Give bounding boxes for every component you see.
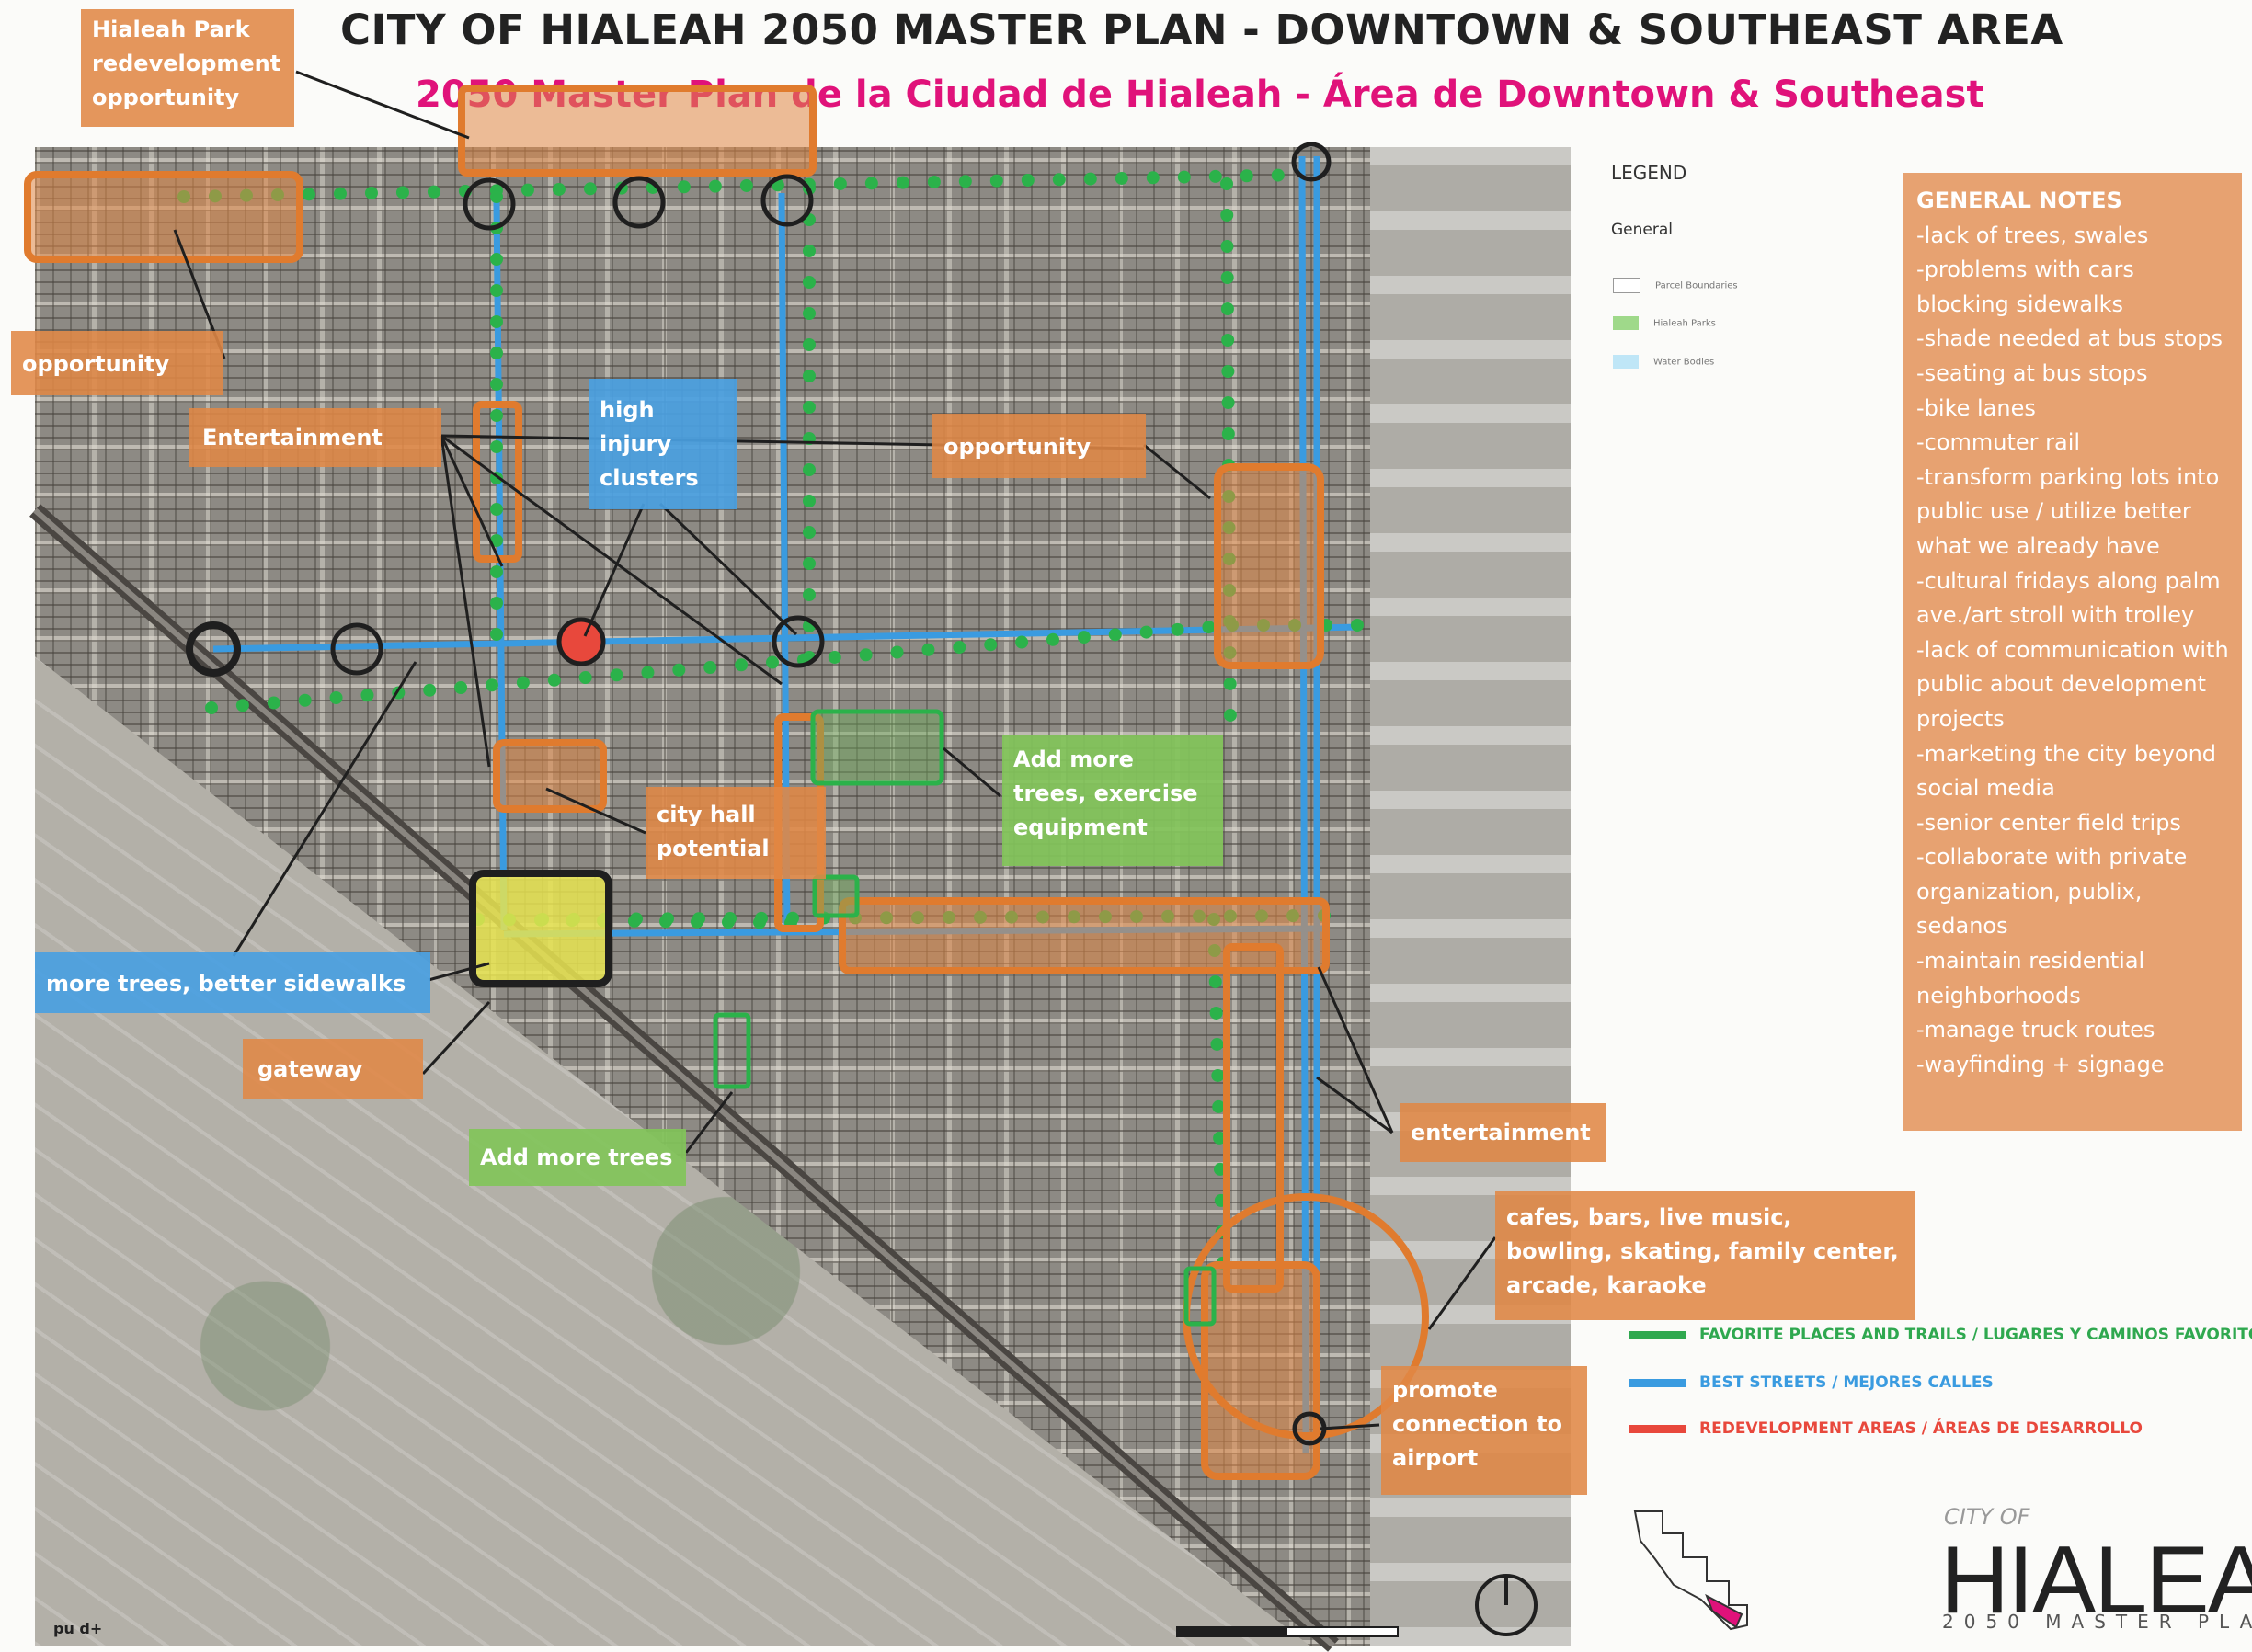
note-item: -senior center field trips: [1916, 809, 2181, 836]
note-item: -seating at bus stops: [1916, 359, 2148, 386]
note-item: -commuter rail: [1916, 429, 2081, 456]
scale-bar: [1176, 1626, 1399, 1637]
key-swatch-red: [1629, 1424, 1686, 1433]
intersection-markers: [186, 142, 1332, 1446]
note-item: -marketing the city beyond social media: [1916, 740, 2217, 802]
callout-more-trees-sidewalks: more trees, better sidewalks: [35, 952, 430, 1013]
leader-lines: [173, 70, 1497, 1430]
callout-high-injury: high injury clusters: [589, 379, 737, 509]
legend-general: General: [1611, 221, 1673, 239]
callout-opportunity-west: opportunity: [11, 331, 223, 395]
north-arrow-icon: [1475, 1574, 1538, 1636]
callout-opportunity-east: opportunity: [932, 414, 1146, 478]
key-swatch-blue: [1629, 1378, 1686, 1387]
key-best-streets: BEST STREETS / MEJORES CALLES: [1629, 1373, 1994, 1392]
note-item: -bike lanes: [1916, 394, 2036, 421]
note-item: -lack of communication with public about…: [1916, 636, 2229, 732]
legend-title: LEGEND: [1611, 162, 1687, 184]
callout-entertainment-east: entertainment: [1400, 1103, 1606, 1162]
callout-add-trees-exercise: Add more trees, exercise equipment: [1002, 735, 1223, 866]
callout-entertainment-west: Entertainment: [189, 408, 441, 467]
note-item: -transform parking lots into public use …: [1916, 463, 2220, 559]
note-item: -shade needed at bus stops: [1916, 325, 2223, 352]
callout-airport: promote connection to airport: [1381, 1366, 1587, 1495]
logo-city-of: CITY OF: [1944, 1504, 2030, 1530]
note-item: -cultural fridays along palm ave./art st…: [1916, 567, 2221, 629]
key-favorite-places: FAVORITE PLACES AND TRAILS / LUGARES Y C…: [1629, 1326, 2252, 1344]
note-item: -manage truck routes: [1916, 1017, 2155, 1043]
logo-hialeah: HIALEAH: [1940, 1527, 2252, 1634]
key-redevelopment: REDEVELOPMENT AREAS / ÁREAS DE DESARROLL…: [1629, 1419, 2143, 1438]
redevelopment-marker: [556, 617, 606, 666]
note-item: -lack of trees, swales: [1916, 222, 2149, 248]
legend-item-water: Water Bodies: [1613, 355, 1714, 369]
legend-item-parcels: Parcel Boundaries: [1613, 278, 1738, 293]
callout-cafes: cafes, bars, live music, bowling, skatin…: [1495, 1191, 1915, 1320]
gateway-box: [469, 870, 612, 987]
park-outlines: [713, 709, 1217, 1327]
note-item: -maintain residential neighborhoods: [1916, 948, 2145, 1008]
callout-gateway: gateway: [243, 1039, 423, 1099]
callout-hialeah-park: Hialeah Park redevelopment opportunity: [81, 9, 294, 127]
note-item: -problems with cars blocking sidewalks: [1916, 256, 2134, 317]
general-notes-panel: GENERAL NOTES -lack of trees, swales -pr…: [1903, 173, 2242, 1131]
map-title: CITY OF HIALEAH 2050 MASTER PLAN - DOWNT…: [340, 6, 2063, 54]
note-item: -collaborate with private organization, …: [1916, 844, 2188, 940]
callout-add-more-trees: Add more trees: [469, 1129, 686, 1186]
key-swatch-green: [1629, 1330, 1686, 1339]
logo-master-plan: 2050 MASTER PLAN: [1942, 1611, 2252, 1633]
corner-mark: pu d+: [53, 1620, 103, 1637]
general-notes-title: GENERAL NOTES: [1916, 188, 2122, 213]
callout-city-hall: city hall potential: [646, 787, 826, 879]
locator-map-icon: [1633, 1510, 1748, 1631]
note-item: -wayfinding + signage: [1916, 1051, 2165, 1077]
redevelopment-outlines: [24, 85, 1330, 1480]
legend-item-parks: Hialeah Parks: [1613, 316, 1716, 330]
